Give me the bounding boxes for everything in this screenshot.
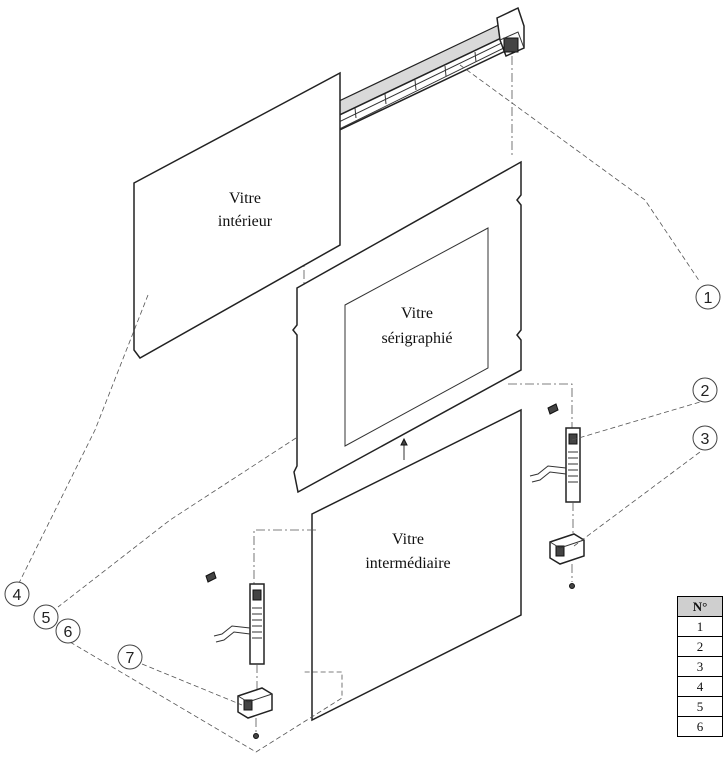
table-row: 6 — [677, 716, 723, 737]
svg-text:2: 2 — [701, 383, 710, 400]
left-hinge-part — [205, 529, 316, 694]
glass-screenprinted-part: Vitre sérigraphié — [292, 160, 522, 494]
glass-interior-label-1: Vitre — [229, 190, 261, 207]
table-header: N° — [677, 596, 723, 617]
table-row: 1 — [677, 616, 723, 637]
callout-2: 2 — [692, 377, 718, 403]
glass-intermediate-label-2: intermédiaire — [365, 555, 450, 572]
svg-text:7: 7 — [126, 650, 135, 667]
table-row: 2 — [677, 636, 723, 657]
left-bracket-part — [237, 687, 273, 739]
table-row: 5 — [677, 696, 723, 717]
glass-screenprinted-label-2: sérigraphié — [381, 330, 452, 347]
callout-4: 4 — [4, 581, 30, 607]
table-row: 4 — [677, 676, 723, 697]
svg-text:5: 5 — [42, 610, 51, 627]
table-row: 3 — [677, 656, 723, 677]
right-hinge-part — [508, 383, 581, 540]
callout-6: 6 — [55, 618, 81, 644]
parts-number-table: N° 1 2 3 4 5 6 — [677, 596, 723, 737]
svg-text:4: 4 — [13, 587, 22, 604]
glass-interior-part: Vitre intérieur — [133, 71, 341, 359]
right-bracket-part — [549, 533, 585, 589]
glass-intermediate-part: Vitre intermédiaire — [311, 408, 522, 722]
callout-1: 1 — [695, 284, 721, 310]
svg-text:3: 3 — [701, 431, 710, 448]
callout-5: 5 — [33, 604, 59, 630]
glass-interior-label-2: intérieur — [218, 213, 273, 230]
callout-3: 3 — [692, 425, 718, 451]
svg-text:1: 1 — [704, 290, 713, 307]
glass-screenprinted-label-1: Vitre — [401, 305, 433, 322]
glass-intermediate-label-1: Vitre — [392, 531, 424, 548]
callout-7: 7 — [117, 644, 143, 670]
svg-text:6: 6 — [64, 624, 73, 641]
